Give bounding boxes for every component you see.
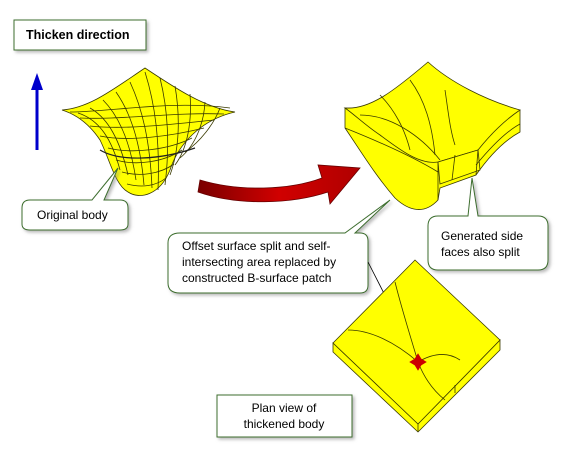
title-box: Thicken direction — [13, 19, 147, 51]
title-text: Thicken direction — [26, 28, 130, 42]
thickened-body — [343, 61, 521, 210]
arrow-up-icon — [31, 73, 43, 150]
callout-offset-line-1: Offset surface split and self- — [182, 239, 331, 253]
callout-original-body-text: Original body — [37, 208, 108, 222]
plan-view-body — [332, 259, 501, 433]
plan-view-line-1: Plan view of — [252, 401, 317, 415]
callout-side-faces-line-2: faces also split — [441, 245, 520, 259]
original-body — [61, 67, 236, 196]
callout-side-faces-line-1: Generated side — [441, 229, 523, 243]
callout-offset-line-3: constructed B-surface patch — [182, 271, 331, 285]
plan-view-line-2: thickened body — [244, 417, 325, 431]
callout-side-faces: Generated side faces also split — [427, 177, 549, 271]
callout-original-body: Original body — [21, 167, 129, 231]
callout-offset-line-2: intersecting area replaced by — [182, 255, 336, 269]
curved-arrow-right-icon — [197, 164, 361, 205]
plan-view-box: Plan view of thickened body — [216, 394, 353, 438]
callout-offset-surface: Offset surface split and self- intersect… — [167, 199, 419, 361]
